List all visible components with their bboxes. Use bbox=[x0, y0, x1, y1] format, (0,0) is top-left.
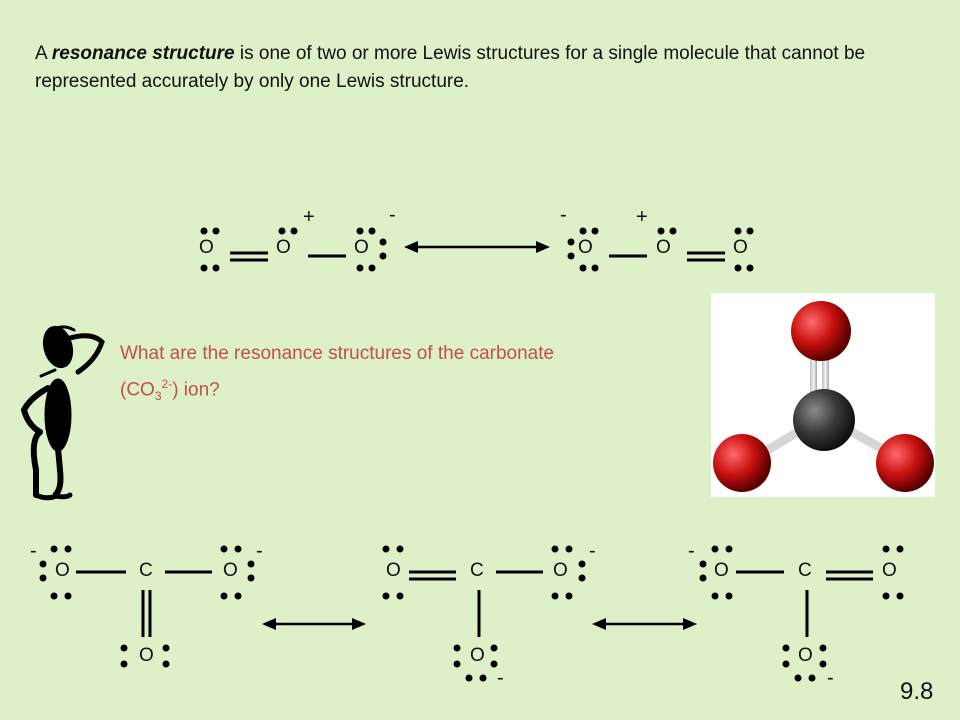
ozone-structure-right: O O O - + bbox=[560, 204, 754, 272]
question-text-after: ) ion? bbox=[172, 379, 220, 401]
carbonate-3-atom-o-right: O bbox=[882, 560, 897, 581]
oxygen-ball bbox=[713, 434, 771, 492]
carbonate-1-atom-c: C bbox=[139, 560, 153, 581]
carbonate-structure-3: O C O O - - bbox=[688, 540, 904, 689]
lone-pair-dots bbox=[200, 227, 387, 272]
lone-pair-dots bbox=[699, 545, 904, 682]
carbonate-2-charge-bottom: - bbox=[497, 667, 504, 689]
carbon-ball bbox=[793, 389, 855, 451]
ozone-left-atom-2: O bbox=[276, 237, 291, 258]
carbonate-1-atom-o-right: O bbox=[223, 560, 238, 581]
carbonate-1-atom-o-bottom: O bbox=[139, 645, 154, 666]
slide-number: 9.8 bbox=[900, 678, 934, 705]
thinking-figure-icon bbox=[20, 325, 105, 501]
definition-text: A resonance structure is one of two or m… bbox=[35, 40, 935, 96]
ozone-left-atom-3: O bbox=[354, 237, 369, 258]
carbonate-2-charge-right: - bbox=[589, 540, 596, 562]
carbonate-3-charge-bottom: - bbox=[827, 667, 834, 689]
oxygen-ball bbox=[876, 434, 934, 492]
carbonate-structure-2: O C O O - - bbox=[382, 540, 596, 689]
lone-pair-dots bbox=[567, 227, 754, 272]
carbonate-question: What are the resonance structures of the… bbox=[120, 339, 590, 411]
definition-body: is one of two or more Lewis structures f… bbox=[35, 43, 866, 92]
double-headed-arrow-icon bbox=[262, 618, 366, 630]
question-text-before: What are the resonance structures of the… bbox=[120, 343, 555, 401]
oxygen-ball bbox=[791, 301, 851, 361]
carbonate-structure-1: O C O O - - bbox=[30, 540, 263, 668]
carbonate-2-atom-o-bottom: O bbox=[470, 645, 485, 666]
ozone-left-atom-1: O bbox=[199, 237, 214, 258]
ozone-right-atom-1: O bbox=[578, 237, 593, 258]
carbonate-3-charge-left: - bbox=[688, 540, 695, 562]
carbonate-3-atom-o-left: O bbox=[714, 560, 729, 581]
question-subscript: 3 bbox=[154, 389, 162, 404]
ozone-left-charge-plus: + bbox=[303, 206, 315, 228]
question-superscript: 2- bbox=[161, 377, 173, 391]
ozone-left-charge-minus: - bbox=[389, 204, 396, 226]
ozone-right-charge-plus: + bbox=[636, 206, 648, 228]
definition-term: resonance structure bbox=[51, 43, 235, 64]
carbonate-1-charge-left: - bbox=[30, 540, 37, 562]
carbonate-ball-and-stick-model bbox=[711, 293, 935, 497]
carbonate-3-atom-o-bottom: O bbox=[798, 645, 813, 666]
carbonate-2-atom-o-left: O bbox=[386, 560, 401, 581]
lone-pair-dots bbox=[39, 545, 255, 668]
double-headed-arrow-icon bbox=[404, 241, 550, 253]
ozone-structure-left: O O O + - bbox=[199, 204, 396, 272]
ozone-right-atom-2: O bbox=[656, 237, 671, 258]
ozone-right-atom-3: O bbox=[733, 237, 748, 258]
carbonate-1-atom-o-left: O bbox=[55, 560, 70, 581]
carbonate-2-atom-c: C bbox=[470, 560, 484, 581]
double-headed-arrow-icon bbox=[592, 618, 697, 630]
carbonate-1-charge-right: - bbox=[256, 540, 263, 562]
carbonate-2-atom-o-right: O bbox=[553, 560, 568, 581]
lone-pair-dots bbox=[382, 545, 586, 682]
carbonate-3-atom-c: C bbox=[798, 560, 812, 581]
definition-prefix: A bbox=[35, 43, 52, 64]
ozone-right-charge-minus: - bbox=[560, 204, 567, 226]
